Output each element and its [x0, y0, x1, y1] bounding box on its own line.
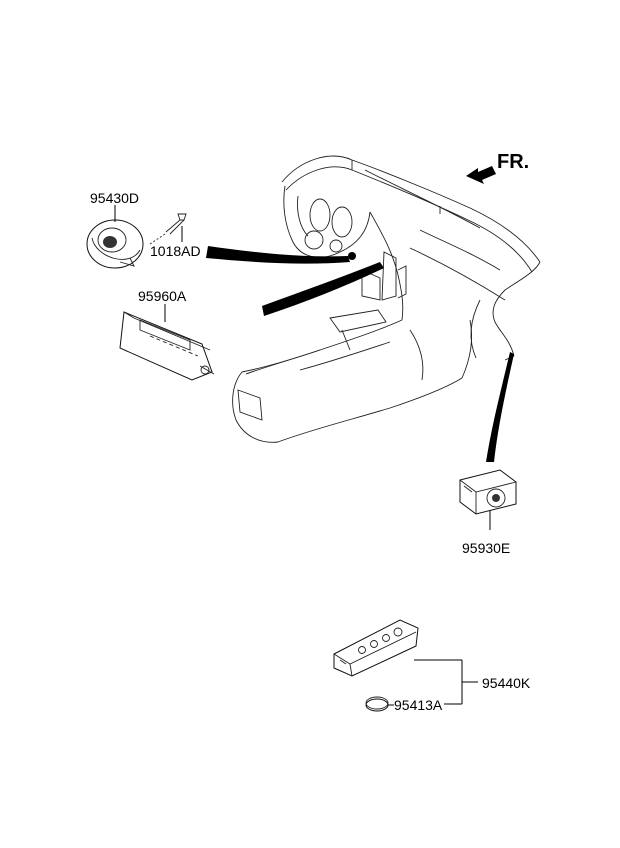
part-label-95440K: 95440K	[482, 675, 531, 691]
part-label-95930E: 95930E	[462, 540, 510, 556]
battery-part[interactable]	[365, 696, 389, 712]
start-button-part[interactable]	[86, 219, 144, 269]
front-direction-indicator: FR.	[466, 151, 529, 184]
key-bracket	[414, 659, 478, 705]
part-label-95960A: 95960A	[138, 288, 187, 304]
leader-arrow-start-button	[206, 246, 350, 264]
leader-arrow-light-switch	[486, 352, 514, 462]
front-label: FR.	[497, 151, 529, 173]
instrument-panel-drawing	[232, 155, 541, 443]
switch-module-part[interactable]	[119, 311, 215, 381]
front-arrow-icon	[466, 166, 496, 184]
leader-arrow-console-switch	[262, 262, 384, 316]
smart-key-part[interactable]	[333, 619, 419, 677]
leader-arrows	[206, 246, 514, 462]
part-label-95413A: 95413A	[394, 697, 443, 713]
screw-part[interactable]	[149, 213, 187, 245]
part-label-1018AD: 1018AD	[150, 243, 201, 259]
light-switch-part[interactable]	[459, 469, 517, 515]
part-label-95430D: 95430D	[90, 190, 139, 206]
